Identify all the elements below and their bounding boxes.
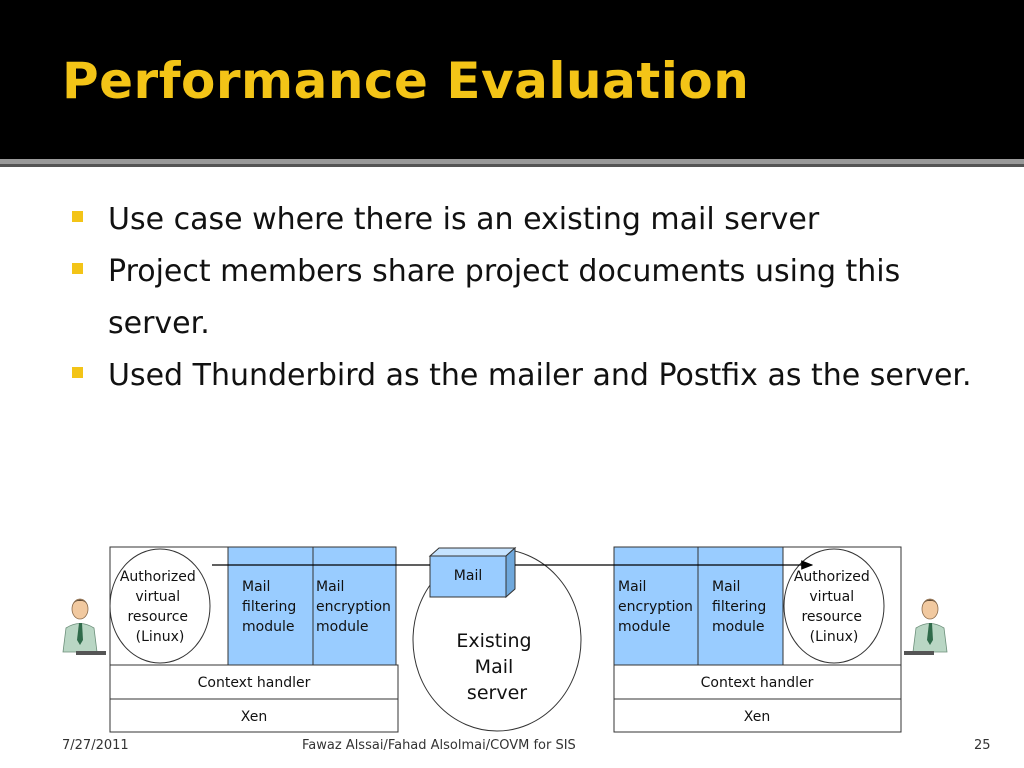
right-xen-layer	[613, 698, 902, 733]
slide-number: 25	[974, 738, 991, 753]
mail-box-side	[505, 546, 516, 599]
server-line-2: Mail	[475, 656, 514, 678]
right-user-head	[921, 598, 939, 620]
right-resource-label: Authorized virtual resource (Linux)	[794, 569, 874, 645]
right-encryption-line-3: module	[618, 619, 670, 635]
slide-title: Performance Evaluation	[62, 52, 750, 110]
server-line-1: Existing	[456, 630, 531, 652]
left-user-icon	[62, 598, 106, 655]
bullet-item-3: Used Thunderbird as the mailer and Postf…	[72, 350, 992, 402]
left-resource-label: Authorized virtual resource (Linux)	[120, 569, 200, 645]
bullet-text-3: Used Thunderbird as the mailer and Postf…	[108, 358, 972, 393]
left-xen-layer	[109, 698, 399, 733]
bullet-square-icon	[72, 367, 83, 378]
left-resource-ellipse	[109, 548, 211, 664]
left-user-head	[71, 598, 89, 620]
title-divider-shadow	[0, 164, 1024, 167]
bullet-text-2: Project members share project documents …	[108, 254, 901, 341]
right-encryption-label: Mail encryption module	[618, 579, 697, 635]
left-vm-stack: Authorized virtual resource (Linux) Mail…	[109, 546, 399, 733]
left-resource-line-3: resource	[127, 609, 188, 625]
footer-authors: Fawaz Alssai/Fahad Alsolmai/COVM for SIS	[302, 738, 576, 753]
bullet-list: Use case where there is an existing mail…	[72, 194, 992, 402]
left-laptop-base	[76, 651, 106, 655]
left-encryption-line-2: encryption	[316, 599, 391, 615]
left-encryption-module	[312, 546, 397, 666]
right-resource-line-2: virtual	[809, 589, 854, 605]
right-context-handler	[613, 664, 902, 700]
title-divider	[0, 159, 1024, 164]
right-resource-line-3: resource	[801, 609, 862, 625]
right-filtering-line-2: filtering	[712, 599, 766, 615]
left-resource-line-4: (Linux)	[136, 629, 185, 645]
mail-message-box: Mail	[428, 546, 517, 599]
right-encryption-line-2: encryption	[618, 599, 693, 615]
right-user-hair	[922, 599, 938, 605]
right-encryption-module	[613, 546, 699, 666]
right-filtering-line-1: Mail	[712, 579, 740, 595]
bullet-item-1: Use case where there is an existing mail…	[72, 194, 992, 246]
right-user-icon	[904, 598, 948, 655]
left-filtering-line-1: Mail	[242, 579, 270, 595]
right-encryption-line-1: Mail	[618, 579, 646, 595]
left-context-label: Context handler	[198, 675, 311, 691]
right-filtering-label: Mail filtering module	[712, 579, 771, 635]
mail-box-top	[428, 547, 517, 557]
right-resource-ellipse	[783, 548, 885, 664]
left-user-tie	[77, 623, 83, 645]
right-vm-stack: Mail encryption module Mail filtering mo…	[613, 546, 902, 733]
left-user-hair	[72, 599, 88, 605]
server-label: Existing Mail server	[456, 630, 537, 704]
left-filtering-label: Mail filtering module	[242, 579, 301, 635]
footer-date: 7/27/2011	[62, 738, 129, 753]
left-resource-line-2: virtual	[135, 589, 180, 605]
left-context-handler	[109, 664, 399, 700]
right-xen-label: Xen	[744, 709, 770, 725]
right-resource-line-1: Authorized	[794, 569, 870, 585]
left-xen-label: Xen	[241, 709, 267, 725]
left-resource-line-1: Authorized	[120, 569, 196, 585]
title-bar: Performance Evaluation	[0, 0, 1024, 159]
right-filtering-line-3: module	[712, 619, 764, 635]
server-line-3: server	[467, 682, 527, 704]
left-encryption-line-3: module	[316, 619, 368, 635]
architecture-diagram: Authorized virtual resource (Linux) Mail…	[62, 546, 948, 733]
left-filtering-line-3: module	[242, 619, 294, 635]
right-laptop-base	[904, 651, 934, 655]
bullet-square-icon	[72, 211, 83, 222]
right-user-tie	[927, 623, 933, 645]
existing-mail-server: Existing Mail server Mail	[412, 546, 582, 732]
mail-box-front	[429, 555, 507, 598]
left-encryption-line-1: Mail	[316, 579, 344, 595]
right-filtering-module	[697, 546, 784, 666]
right-context-label: Context handler	[701, 675, 814, 691]
bullet-square-icon	[72, 263, 83, 274]
bullet-item-2: Project members share project documents …	[72, 246, 992, 350]
right-resource-line-4: (Linux)	[810, 629, 859, 645]
left-filtering-module	[227, 546, 314, 666]
left-encryption-label: Mail encryption module	[316, 579, 395, 635]
mail-box-label: Mail	[454, 568, 482, 584]
bullet-text-1: Use case where there is an existing mail…	[108, 202, 820, 237]
left-filtering-line-2: filtering	[242, 599, 296, 615]
